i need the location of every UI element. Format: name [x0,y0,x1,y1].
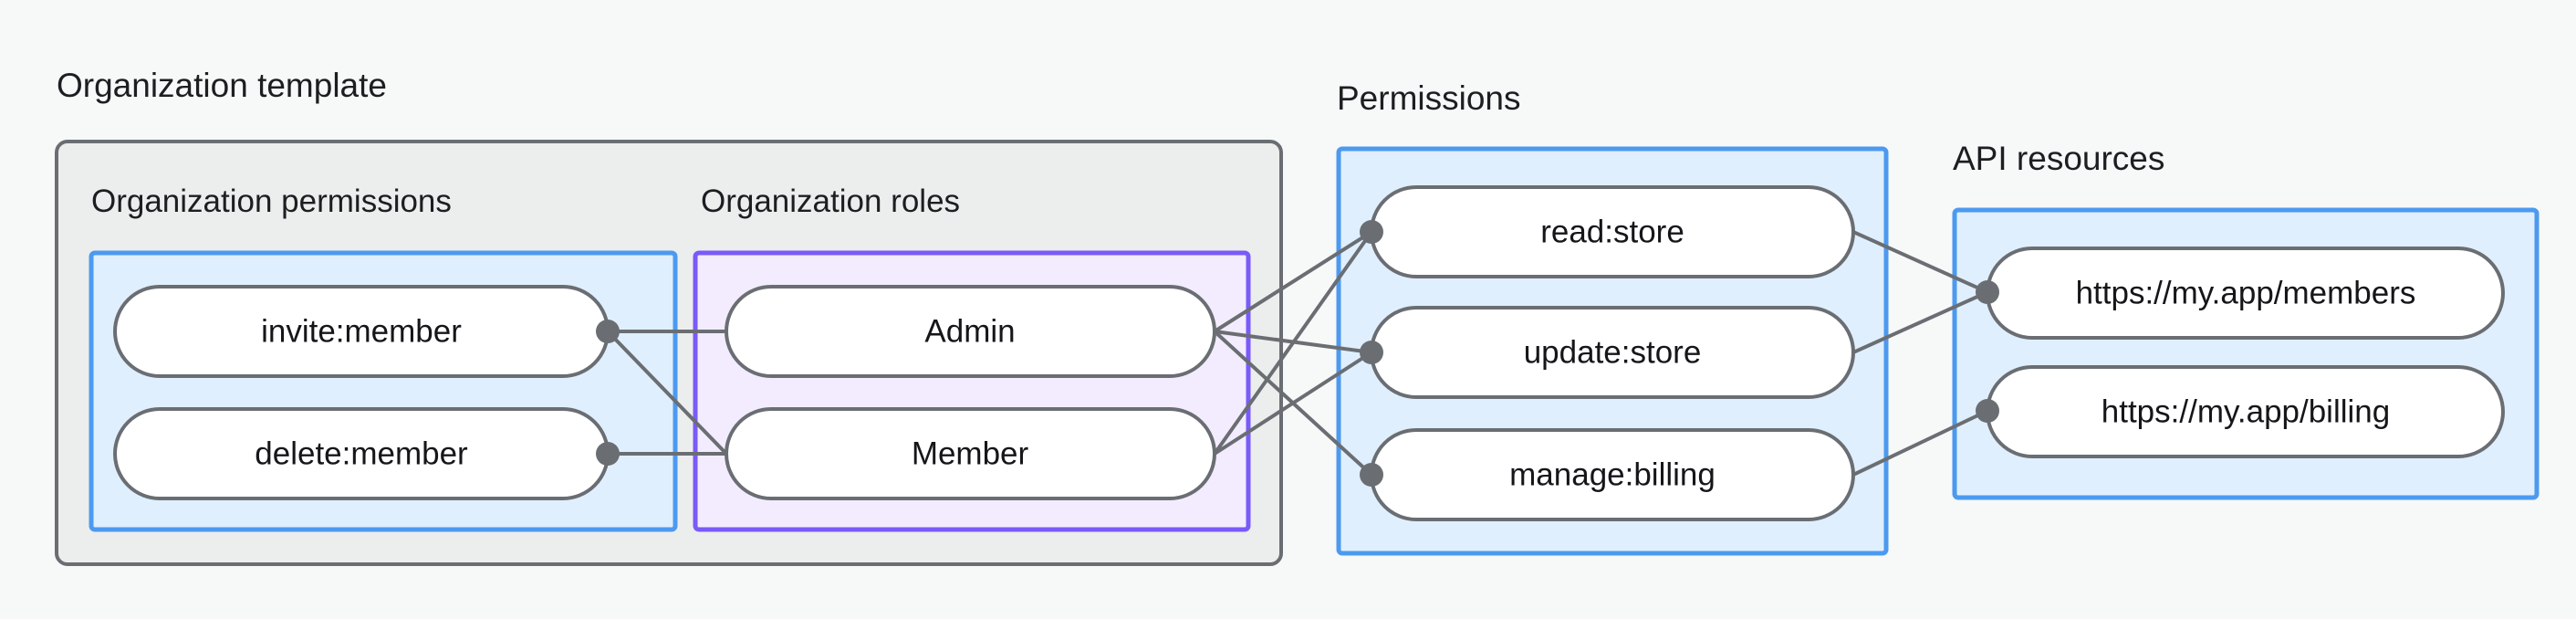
node-invite-member-label: invite:member [261,313,462,349]
node-billing-url[interactable]: https://my.app/billing [1986,365,2505,458]
node-admin[interactable]: Admin [725,285,1216,378]
node-member[interactable]: Member [725,407,1216,500]
edge-member-to-update-store [1213,351,1373,456]
node-invite-member[interactable]: invite:member [113,285,610,378]
node-read-store-label: read:store [1540,214,1684,249]
edge-layer [606,230,1988,477]
node-read-store[interactable]: read:store [1370,185,1855,278]
node-admin-label: Admin [924,313,1015,349]
node-member-label: Member [912,435,1029,471]
node-members-url-label: https://my.app/members [2076,275,2416,310]
api-resources-title: API resources [1953,140,2164,177]
node-members-url[interactable]: https://my.app/members [1986,247,2505,340]
node-delete-member[interactable]: delete:member [113,407,610,500]
port-members-url-left [1976,280,1999,304]
edge-admin-to-read-store [1213,230,1373,333]
port-manage-billing-left [1360,463,1383,487]
organization-template-title: Organization template [57,67,387,104]
port-layer [596,220,1999,487]
node-delete-member-label: delete:member [255,435,468,471]
node-manage-billing[interactable]: manage:billing [1370,428,1855,521]
permissions-title: Permissions [1337,79,1521,117]
port-read-store-left [1360,220,1383,244]
edge-read-store-to-members-url [1852,230,1988,294]
node-manage-billing-label: manage:billing [1509,456,1716,492]
port-update-store-left [1360,341,1383,364]
port-billing-url-left [1976,399,1999,423]
organization-roles-title: Organization roles [701,184,960,219]
edge-member-to-read-store [1213,230,1373,456]
node-update-store[interactable]: update:store [1370,306,1855,399]
edge-invite-member-to-member [606,330,728,456]
edge-update-store-to-members-url [1852,290,1988,354]
node-update-store-label: update:store [1524,334,1702,370]
port-delete-member-right [596,442,620,466]
organization-permissions-title: Organization permissions [91,184,452,219]
port-invite-member-right [596,320,620,343]
edge-manage-billing-to-billing-url [1852,409,1988,477]
node-billing-url-label: https://my.app/billing [2101,393,2390,429]
